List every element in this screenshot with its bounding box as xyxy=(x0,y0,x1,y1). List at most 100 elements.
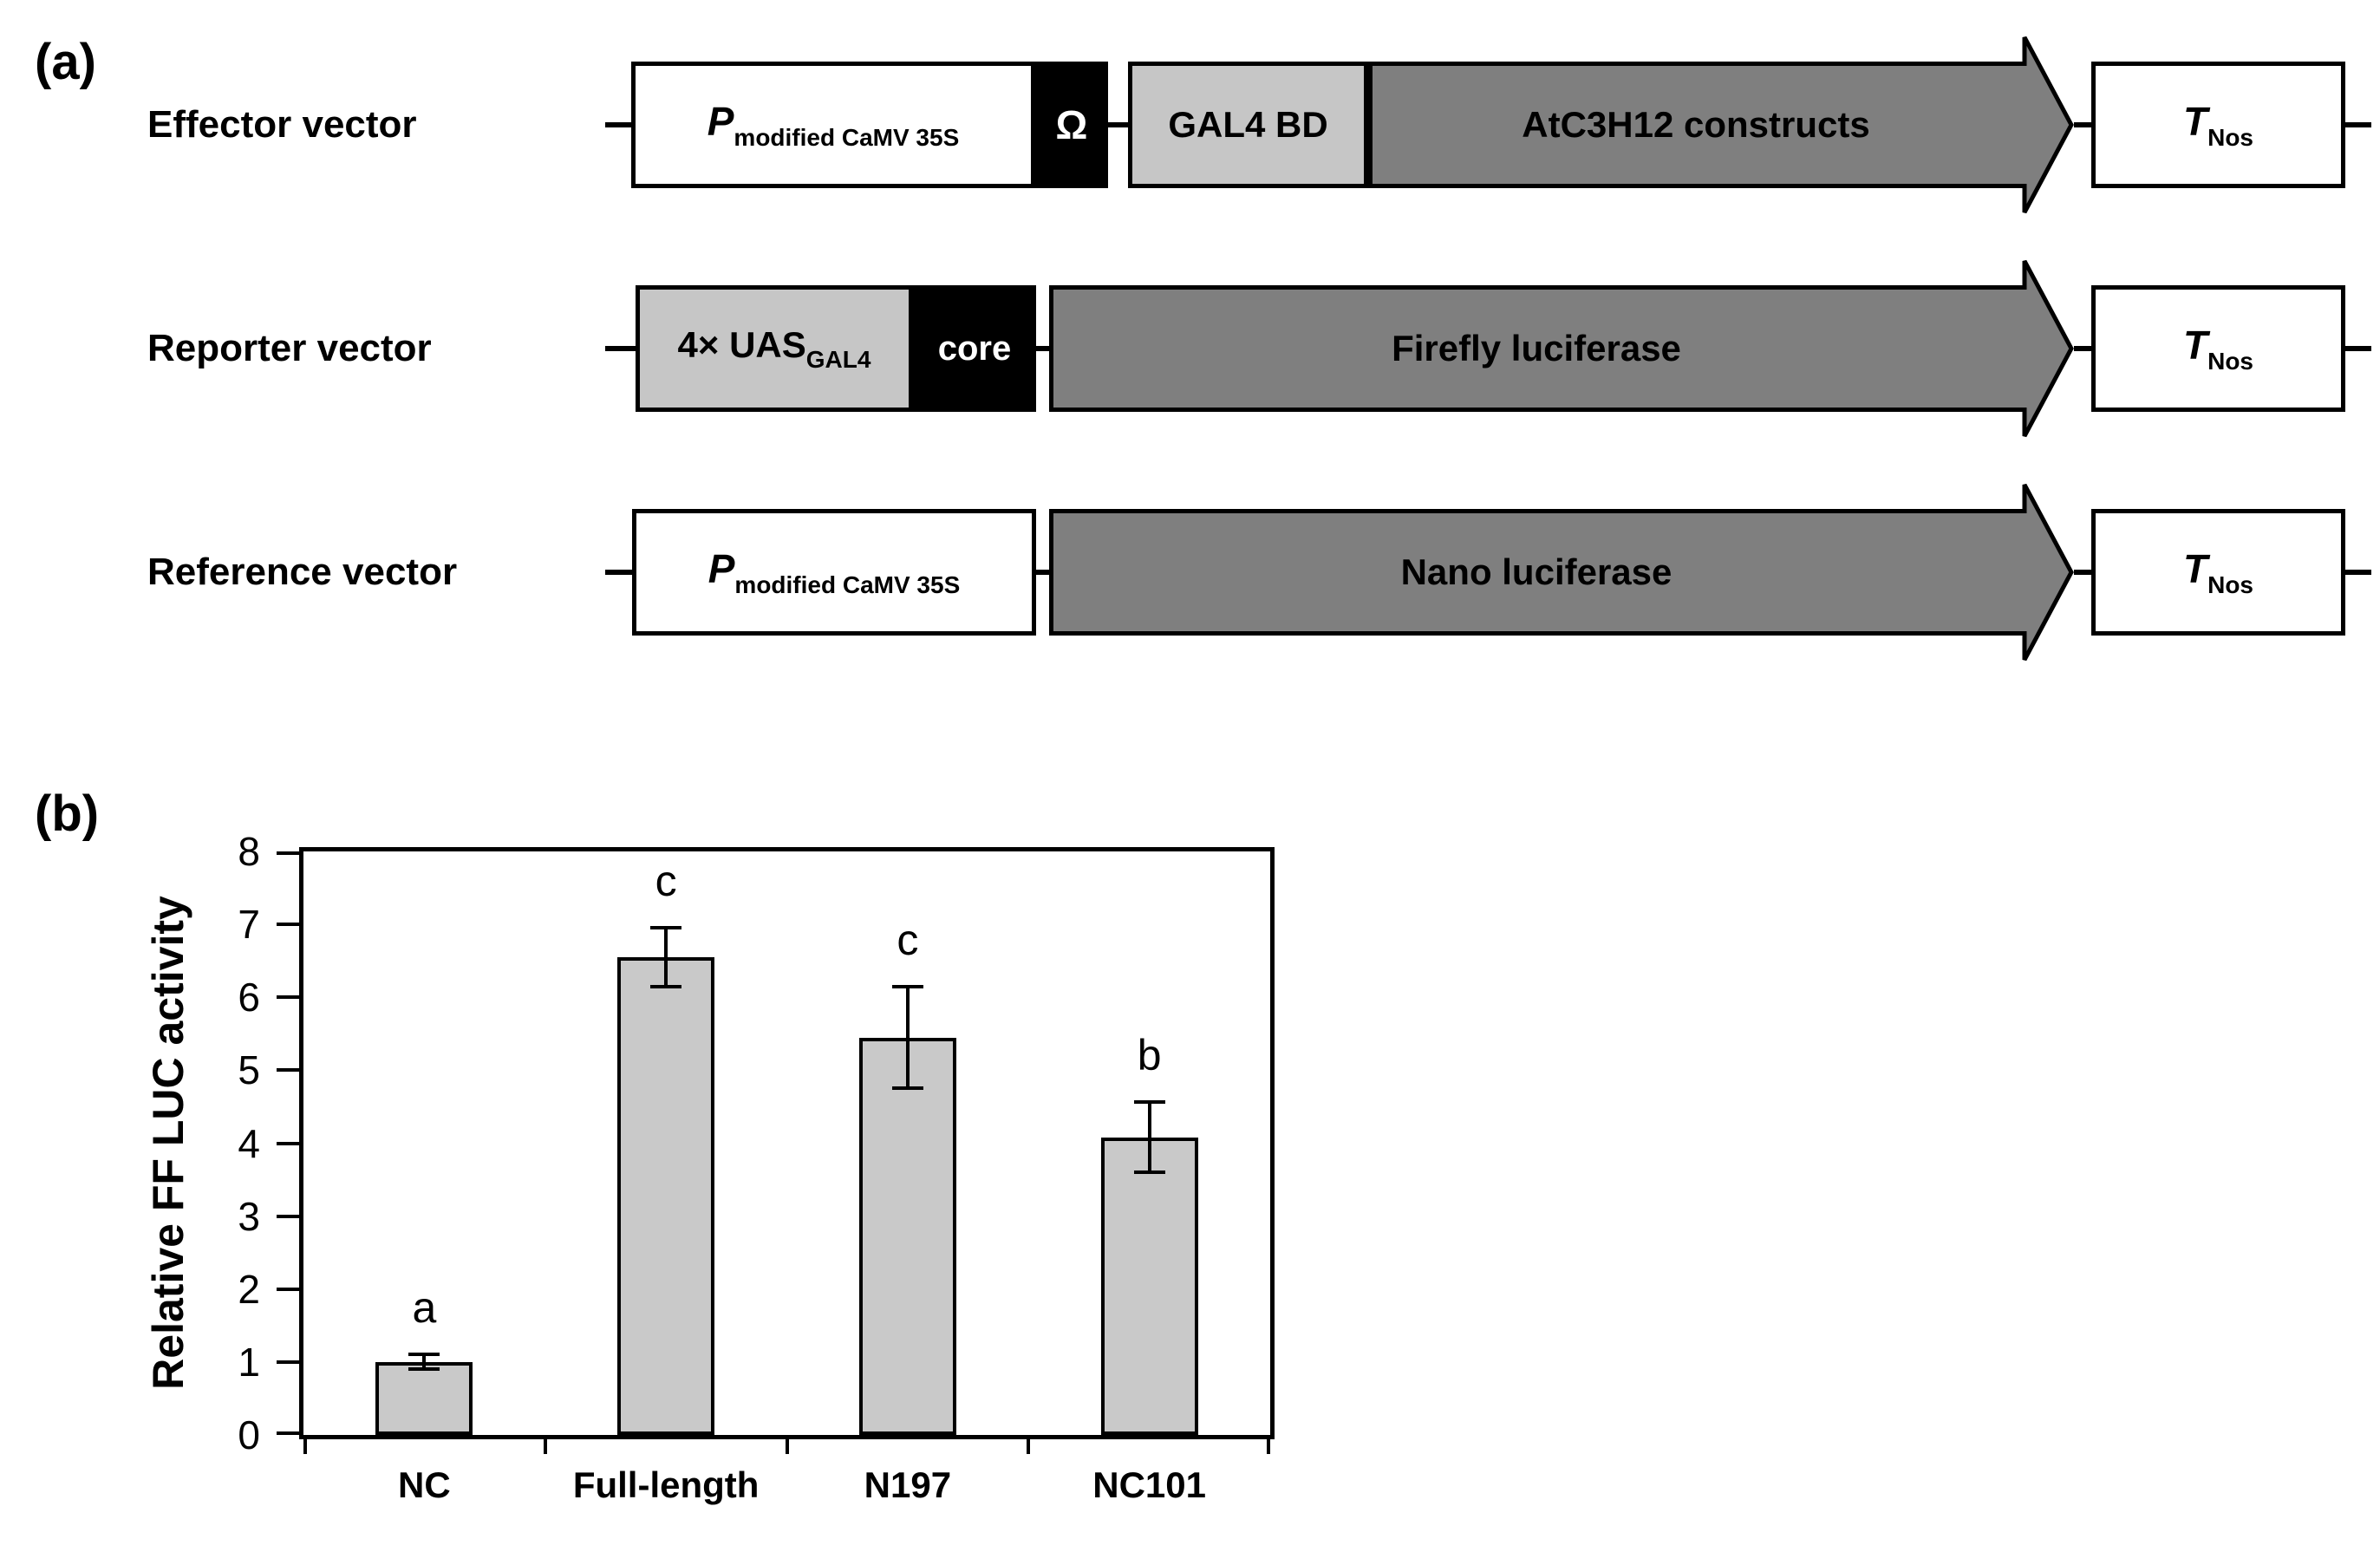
terminator-subscript: Nos xyxy=(2207,124,2253,151)
backbone-line xyxy=(605,570,632,575)
backbone-line xyxy=(2074,122,2091,127)
reporter-terminator-box: TNos xyxy=(2091,285,2345,412)
y-axis-tick xyxy=(277,1068,299,1073)
firefly-luciferase-label: Firefly luciferase xyxy=(1392,328,1681,368)
reference-promoter-box: Pmodified CaMV 35S xyxy=(632,509,1036,636)
promoter-symbol: P xyxy=(707,99,734,144)
omega-label: Ω xyxy=(1055,102,1088,147)
promoter-symbol: P xyxy=(707,546,735,591)
y-axis-tick xyxy=(277,1431,299,1435)
y-tick-label-8: 8 xyxy=(238,829,260,874)
bar-Full-length xyxy=(617,956,715,1435)
error-bar-cap-bottom-NC101 xyxy=(1133,1171,1165,1175)
x-axis-tick xyxy=(543,1435,547,1454)
x-category-label-Full-length: Full-length xyxy=(572,1464,760,1505)
effector-terminator-box: TNos xyxy=(2091,62,2345,188)
y-tick-label-0: 0 xyxy=(238,1412,260,1457)
promoter-subscript: modified CaMV 35S xyxy=(734,571,961,598)
gal4bd-box: GAL4 BD xyxy=(1128,62,1368,188)
bar-NC xyxy=(375,1361,473,1435)
nano-luciferase-label: Nano luciferase xyxy=(1400,551,1673,592)
backbone-line xyxy=(2345,122,2371,127)
sig-letter-N197: c xyxy=(897,915,919,964)
error-bar-cap-bottom-N197 xyxy=(891,1086,923,1091)
backbone-line xyxy=(1108,122,1128,127)
x-category-label-NC: NC xyxy=(398,1464,451,1505)
y-tick-label-1: 1 xyxy=(238,1339,260,1385)
backbone-line xyxy=(1036,346,1049,351)
reference-vector-row: Reference vector Pmodified CaMV 35S Nano… xyxy=(147,481,2371,663)
bar-NC101 xyxy=(1100,1137,1198,1435)
panel-b-label: (b) xyxy=(35,786,100,842)
core-label: core xyxy=(937,329,1012,368)
error-bar-NC101 xyxy=(1147,1102,1151,1173)
sig-letter-NC101: b xyxy=(1137,1031,1162,1080)
y-axis-tick xyxy=(277,923,299,927)
terminator-subscript: Nos xyxy=(2207,571,2253,598)
y-axis-tick xyxy=(277,851,299,855)
y-tick-label-7: 7 xyxy=(238,902,260,948)
backbone-line xyxy=(2074,570,2091,575)
x-axis-tick xyxy=(1267,1435,1270,1454)
error-bar-cap-bottom-Full-length xyxy=(650,984,682,988)
backbone-line xyxy=(1036,570,1049,575)
backbone-line xyxy=(2345,570,2371,575)
error-bar-cap-top-NC101 xyxy=(1133,1100,1165,1105)
nano-luciferase-arrow: Nano luciferase xyxy=(1049,481,2074,663)
x-axis-tick xyxy=(1027,1435,1031,1454)
effector-vector-row: Effector vector Pmodified CaMV 35S Ω GAL… xyxy=(147,34,2371,216)
reporter-vector-row: Reporter vector 4× UASGAL4 core Firefly … xyxy=(147,258,2371,440)
error-bar-cap-bottom-NC xyxy=(408,1367,440,1372)
promoter-subscript: modified CaMV 35S xyxy=(734,124,960,151)
error-bar-Full-length xyxy=(664,928,668,987)
atc3h12-arrow: AtC3H12 constructs xyxy=(1368,34,2074,216)
y-axis-tick xyxy=(277,1214,299,1218)
y-tick-label-3: 3 xyxy=(238,1193,260,1239)
bar-N197 xyxy=(858,1037,956,1435)
uas-label: 4× UAS xyxy=(677,323,806,365)
error-bar-NC xyxy=(422,1354,427,1370)
y-tick-label-4: 4 xyxy=(238,1120,260,1166)
sig-letter-NC: a xyxy=(412,1283,437,1333)
atc3h12-arrow-label: AtC3H12 constructs xyxy=(1522,104,1870,145)
uas-subscript: GAL4 xyxy=(805,345,871,373)
backbone-line xyxy=(2074,346,2091,351)
y-tick-label-2: 2 xyxy=(238,1266,260,1312)
error-bar-cap-top-Full-length xyxy=(650,926,682,930)
x-category-label-N197: N197 xyxy=(864,1464,952,1505)
effector-promoter-box: Pmodified CaMV 35S xyxy=(631,62,1035,188)
y-axis-tick xyxy=(277,995,299,1000)
terminator-symbol: T xyxy=(2182,323,2208,368)
gene-arrow-shape xyxy=(1049,483,2074,662)
y-axis-tick xyxy=(277,1287,299,1291)
reference-terminator-box: TNos xyxy=(2091,509,2345,636)
y-axis-tick xyxy=(277,1360,299,1364)
x-category-label-NC101: NC101 xyxy=(1092,1464,1206,1505)
panel-a-label: (a) xyxy=(35,34,96,90)
error-bar-cap-top-N197 xyxy=(891,984,923,988)
backbone-line xyxy=(605,346,636,351)
y-tick-label-5: 5 xyxy=(238,1047,260,1093)
reporter-vector-label: Reporter vector xyxy=(147,327,432,369)
terminator-symbol: T xyxy=(2182,99,2208,144)
backbone-line xyxy=(2345,346,2371,351)
uas-box: 4× UASGAL4 xyxy=(636,285,913,412)
firefly-luciferase-arrow: Firefly luciferase xyxy=(1049,258,2074,440)
omega-box: Ω xyxy=(1035,62,1108,188)
gal4bd-label: GAL4 BD xyxy=(1168,104,1328,145)
terminator-symbol: T xyxy=(2182,546,2208,591)
x-axis-tick xyxy=(303,1435,307,1454)
gene-arrow-shape xyxy=(1368,36,2074,214)
reference-vector-label: Reference vector xyxy=(147,551,458,593)
error-bar-N197 xyxy=(905,986,910,1089)
sig-letter-Full-length: c xyxy=(655,857,677,906)
y-axis-tick xyxy=(277,1141,299,1145)
error-bar-cap-top-NC xyxy=(408,1353,440,1357)
backbone-line xyxy=(605,122,631,127)
effector-vector-label: Effector vector xyxy=(147,103,417,146)
terminator-subscript: Nos xyxy=(2207,348,2253,375)
gene-arrow-shape xyxy=(1049,259,2074,438)
x-axis-tick xyxy=(785,1435,789,1454)
